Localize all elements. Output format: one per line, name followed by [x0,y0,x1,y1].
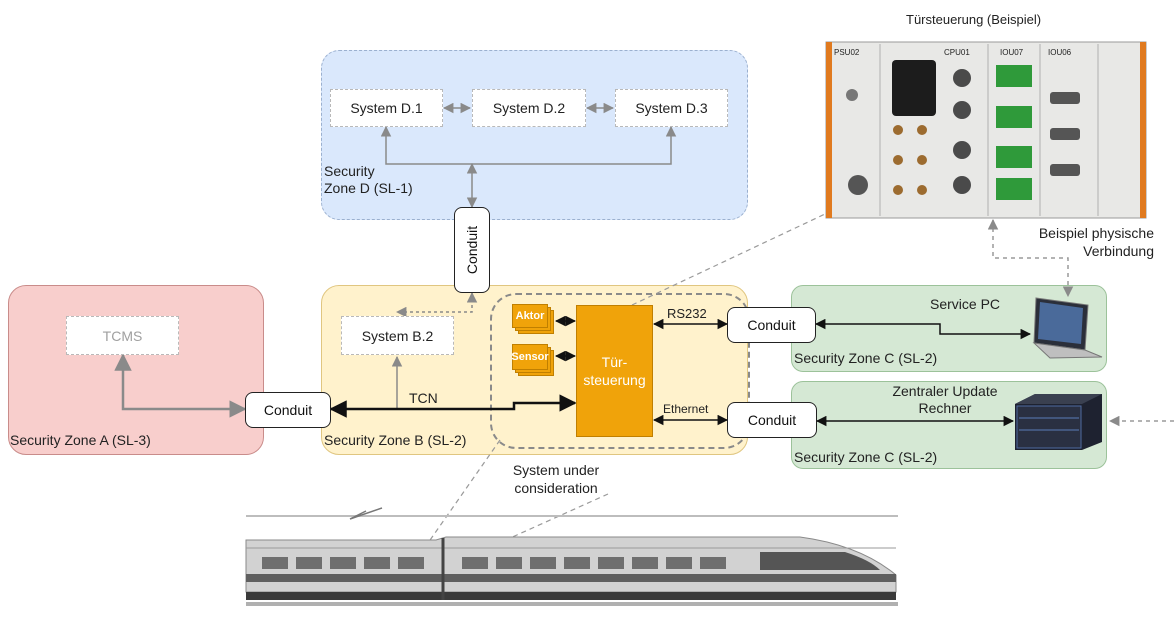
zone-b-label: Security Zone B (SL-2) [324,432,467,448]
sensor-box: Sensor [511,344,549,370]
physical-line2: Verbindung [1083,243,1154,259]
laptop-icon [1032,297,1103,359]
zone-a-label: Security Zone A (SL-3) [10,432,151,448]
update-server-icon [1015,394,1102,450]
conduit-update: Conduit [727,402,817,438]
system-b2: System B.2 [341,316,454,355]
zone-c-update-label: Security Zone C (SL-2) [794,449,938,465]
door-control-unit-photo [825,41,1147,219]
photo-title: Türsteuerung (Beispiel) [906,12,1042,27]
physical-connection-label: Beispiel physische Verbindung [1010,224,1154,260]
module-label-cpu: CPU01 [944,48,970,57]
zone-c-service-label: Security Zone C (SL-2) [794,350,938,366]
zone-d-bus [380,125,677,165]
update-server-line2: Rechner [918,400,972,416]
door-control-line2: steuerung [583,372,646,388]
tcn-bus [329,394,577,418]
system-under-consideration-boundary [490,293,750,449]
system-under-line1: System under [512,462,600,478]
conduit-vertical: Conduit [454,207,490,293]
zone-d-label: Security Zone D (SL-1) [324,163,413,196]
rs232-label: RS232 [667,306,707,321]
aktor-box: Aktor [512,304,548,328]
projection-line-photo [631,205,843,306]
system-d1: System D.1 [330,89,443,127]
conduit-vertical-label: Conduit [464,225,481,275]
system-d2: System D.2 [472,89,586,127]
module-label-psu: PSU02 [834,48,860,57]
physical-connection-line [987,218,1074,298]
physical-line1: Beispiel physische [1038,225,1154,241]
conduit-a-b: Conduit [245,392,331,428]
update-server-label: Zentraler Update Rechner [880,383,1010,417]
service-pc-link [814,318,1032,340]
module-label-iou07: IOU07 [1000,48,1024,57]
service-pc-label: Service PC [930,296,1001,312]
door-control-unit: Tür- steuerung [576,305,653,437]
tcms-conduit-link [114,353,247,418]
system-tcms: TCMS [66,316,179,355]
module-label-iou06: IOU06 [1048,48,1072,57]
update-server-line1: Zentraler Update [892,383,998,399]
ethernet-label: Ethernet [663,402,709,416]
conduit-to-b2 [395,291,478,318]
train-illustration [245,507,898,606]
system-under-consideration-label: System under consideration [502,461,610,497]
tcn-label: TCN [409,390,438,406]
conduit-service: Conduit [727,307,816,343]
system-under-line2: consideration [514,480,598,496]
door-control-line1: Tür- [601,354,628,370]
system-d3: System D.3 [615,89,728,127]
projection-line-train-left [427,439,501,544]
